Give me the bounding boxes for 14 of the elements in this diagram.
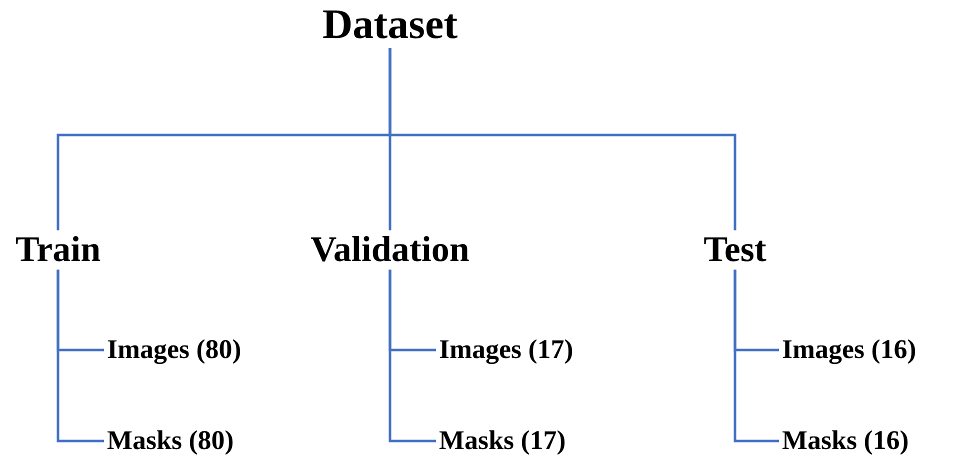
item-label: Masks (80) xyxy=(107,426,234,456)
connector-line xyxy=(388,270,436,442)
category-label: Validation xyxy=(310,230,470,270)
connector-line xyxy=(734,270,779,442)
item-label: Images (80) xyxy=(107,335,242,365)
title-text: Dataset xyxy=(322,2,458,48)
connector-line xyxy=(388,48,736,230)
category-label: Test xyxy=(704,230,766,270)
item-label: Masks (17) xyxy=(439,426,566,456)
item-label: Images (17) xyxy=(439,335,574,365)
item-label: Images (16) xyxy=(782,335,916,365)
connector-line xyxy=(56,270,104,442)
category-label: Train xyxy=(15,230,101,270)
item-label: Masks (16) xyxy=(782,426,909,456)
